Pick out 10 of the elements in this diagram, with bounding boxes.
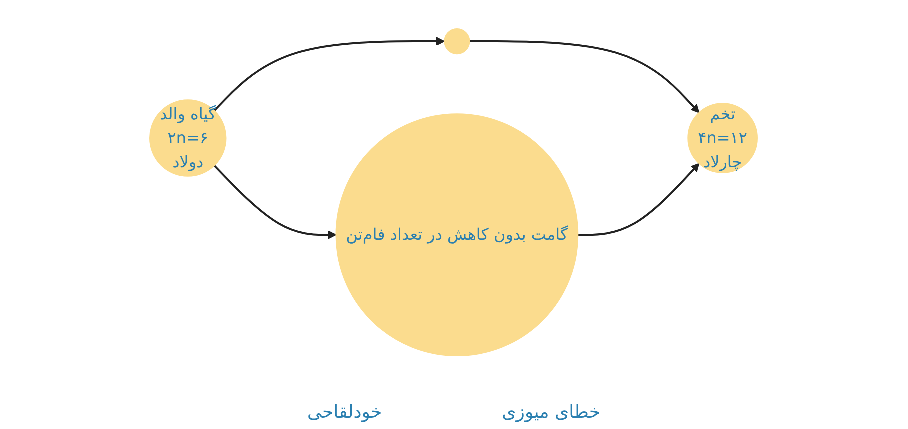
arrow — [470, 40, 700, 114]
node-circle: تخم ۴n=۱۲ چارلاد — [688, 103, 758, 174]
arrow — [214, 165, 337, 240]
node-circle: گامت بدون کاهش در تعداد فام‌تن — [336, 114, 579, 356]
process-label: خودلقاحی — [308, 402, 382, 423]
node-circle: گیاه والد ۲n=۶ دولاد — [150, 100, 227, 177]
node-circle — [444, 28, 470, 55]
process-label: خطای میوزی — [502, 402, 600, 423]
arrow — [578, 163, 700, 236]
arrow — [214, 37, 446, 112]
